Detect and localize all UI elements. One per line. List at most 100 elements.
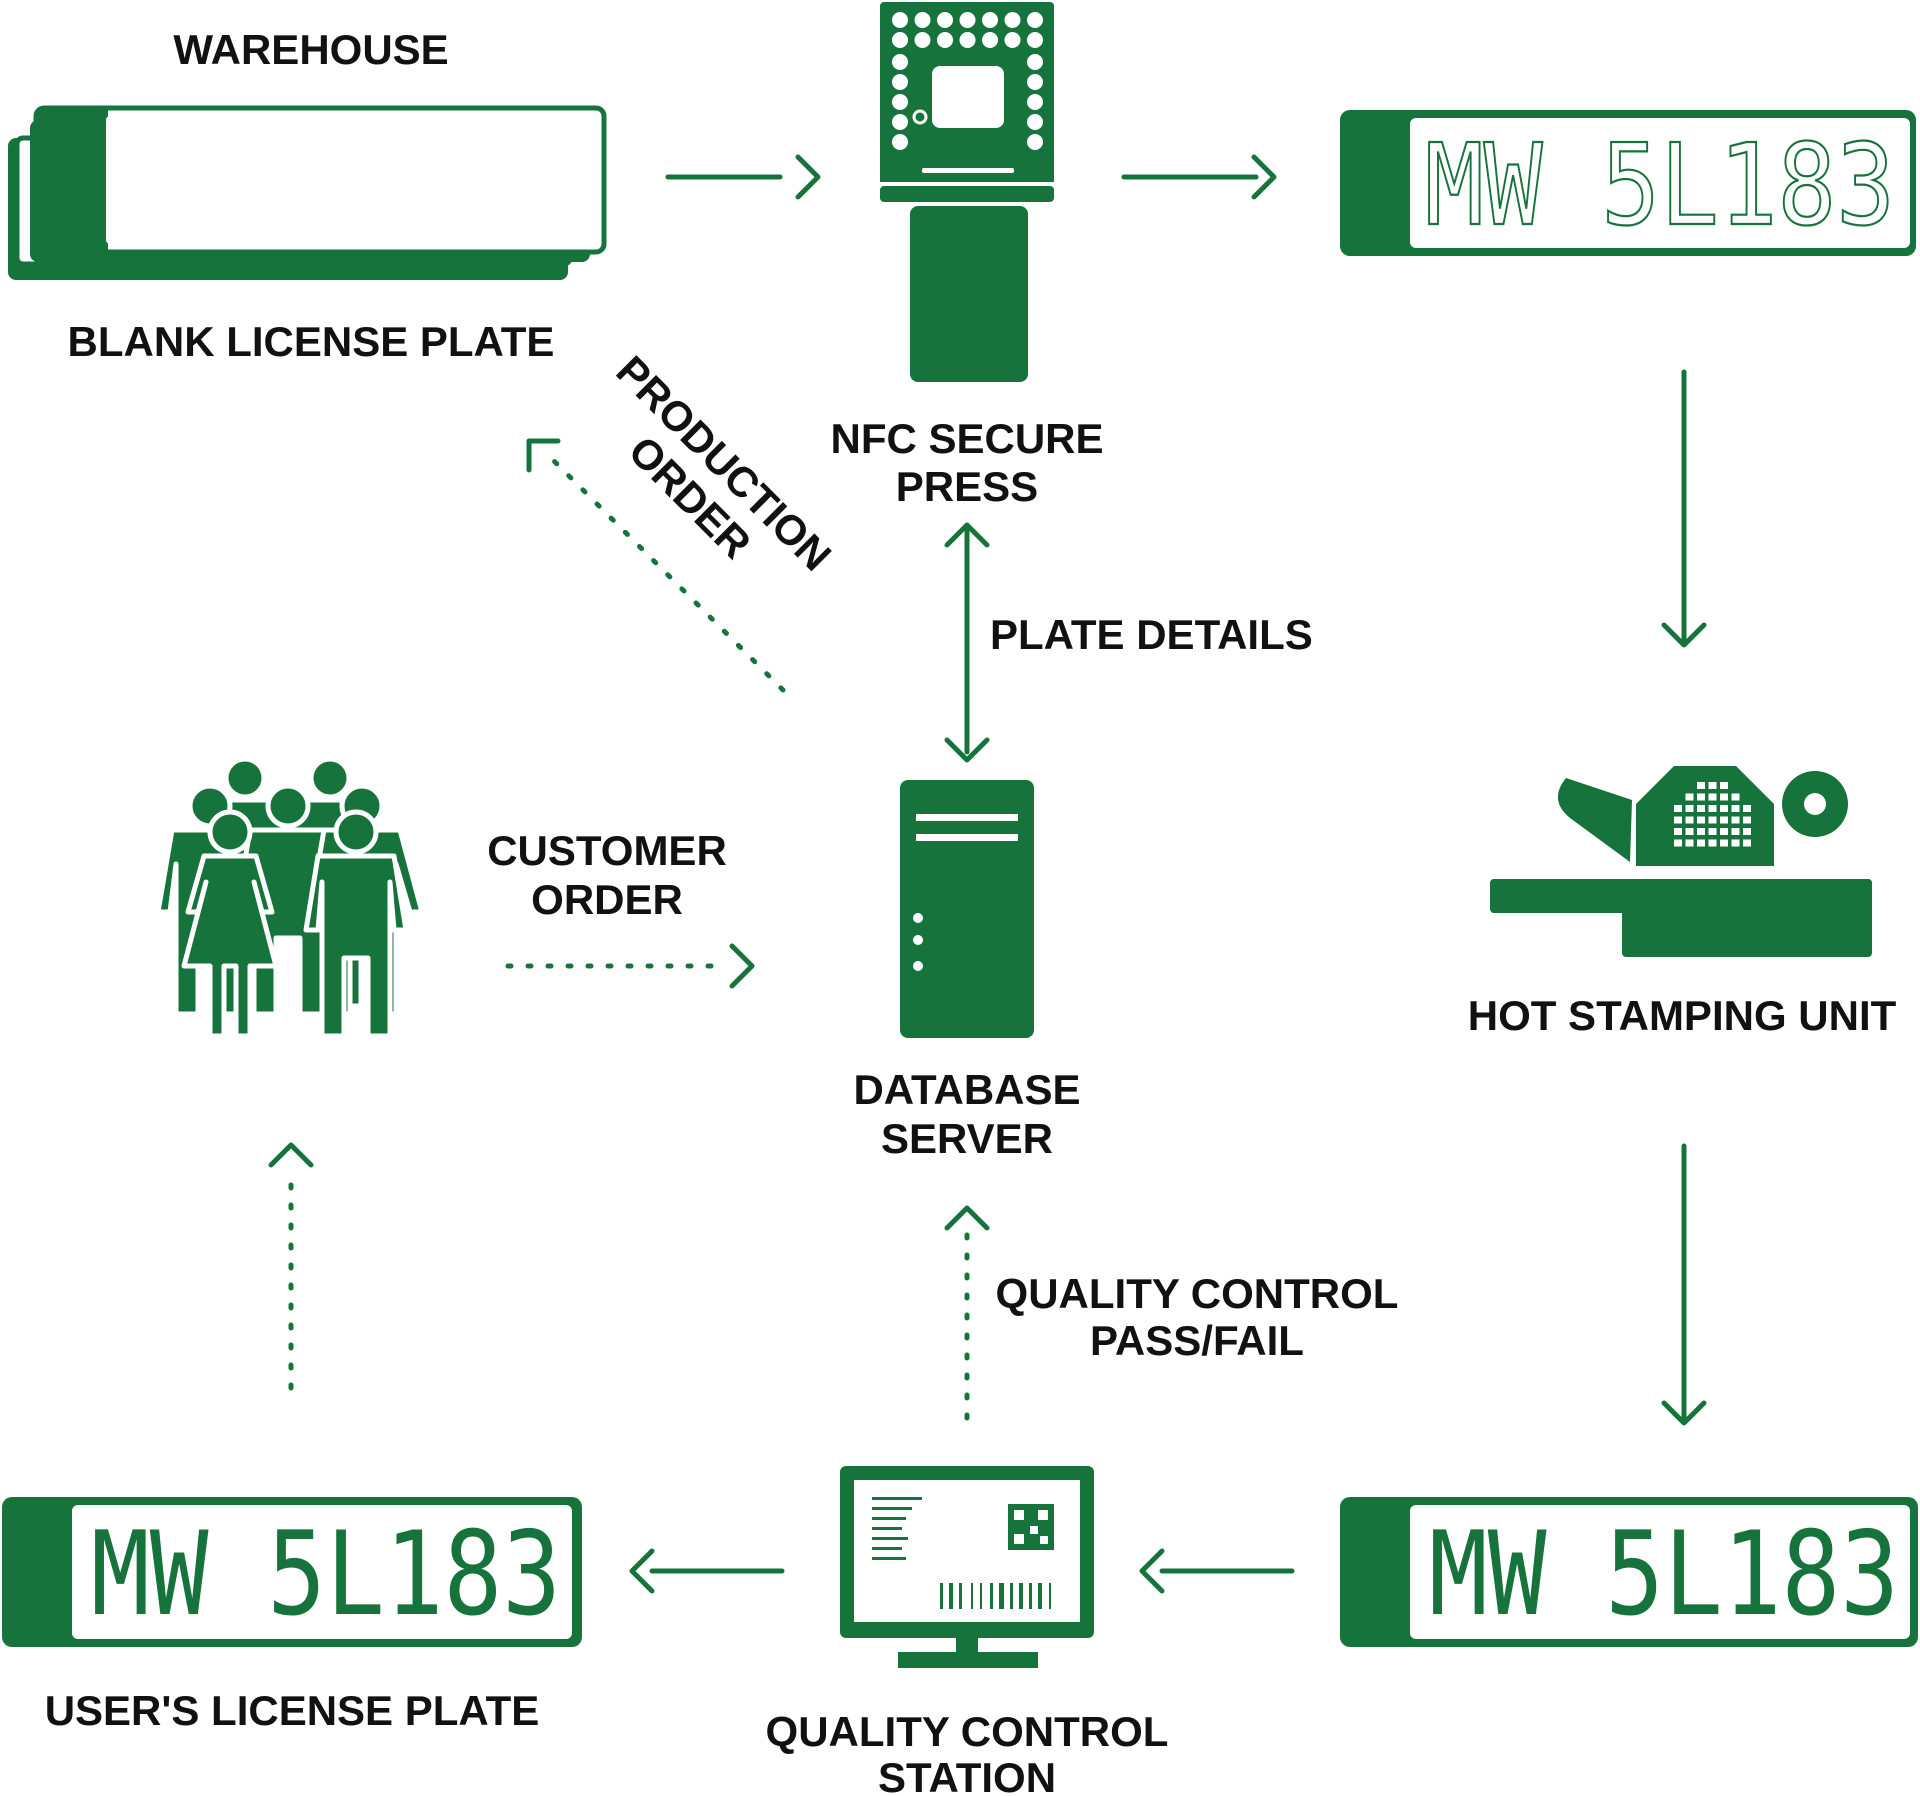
user-plate-text: MW 5L183 xyxy=(91,1507,561,1642)
led-dot xyxy=(1027,134,1043,150)
grid-cell xyxy=(1743,828,1751,835)
grid-cell xyxy=(1720,839,1728,847)
people-group-icon xyxy=(155,756,425,1039)
arrow-plate-to-stamping xyxy=(1661,369,1707,648)
led-dot xyxy=(1027,54,1043,70)
grid-cell xyxy=(1674,816,1682,824)
grid-cell xyxy=(1720,816,1728,824)
hot-stamping-label: HOT STAMPING UNIT xyxy=(1468,992,1897,1039)
grid-cell xyxy=(1685,816,1694,824)
led-dot xyxy=(1027,94,1043,110)
barcode-bar xyxy=(940,1583,943,1609)
quality-control-label-1: QUALITY CONTROL xyxy=(996,1270,1399,1317)
grid-cell xyxy=(1685,828,1694,835)
qr-code-icon xyxy=(1008,1504,1054,1550)
plate-details-label: PLATE DETAILS xyxy=(990,611,1313,658)
grid-cell xyxy=(1720,805,1728,812)
led-dot xyxy=(892,114,908,130)
user-plate-icon: MW 5L183 xyxy=(2,1497,582,1647)
led-dot xyxy=(1004,32,1021,48)
led-dot xyxy=(1027,74,1043,90)
grid-cell xyxy=(1697,782,1705,789)
grid-cell xyxy=(1685,839,1694,847)
led-dot xyxy=(1027,32,1043,48)
arrows xyxy=(268,154,1707,1594)
grid-cell xyxy=(1708,793,1717,801)
grid-cell xyxy=(1743,805,1751,812)
qc-station-label-1: QUALITY CONTROL xyxy=(766,1708,1169,1755)
warehouse-title: WAREHOUSE xyxy=(173,26,448,73)
barcode-icon xyxy=(940,1583,1051,1609)
nfc-press-label-1: NFC SECURE xyxy=(830,415,1103,462)
grid-cell xyxy=(1731,816,1740,824)
led-dot xyxy=(982,12,998,28)
grid-cell xyxy=(1731,793,1740,801)
blank-plate-label: BLANK LICENSE PLATE xyxy=(68,318,555,365)
qc-text-lines xyxy=(872,1497,922,1560)
barcode-bar xyxy=(1049,1583,1051,1609)
grid-cell xyxy=(1685,793,1694,801)
server-tower-icon xyxy=(900,780,1034,1038)
grid-cell xyxy=(1708,839,1717,847)
finished-plate-icon: MW 5L183 xyxy=(1340,1497,1918,1647)
hot-stamping-machine-icon xyxy=(1490,766,1872,957)
led-dot xyxy=(892,94,908,110)
led-dot xyxy=(892,54,908,70)
barcode-bar xyxy=(980,1583,982,1609)
barcode-bar xyxy=(1010,1583,1013,1609)
nfc-press-icon xyxy=(880,2,1054,382)
person-front-woman xyxy=(181,809,279,1039)
grid-cell xyxy=(1697,793,1705,801)
arrow-production-order xyxy=(526,438,786,693)
outlined-plate-text: MW 5L183 xyxy=(1425,121,1895,251)
grid-cell xyxy=(1685,805,1694,812)
grid-cell xyxy=(1708,816,1717,824)
led-dot xyxy=(1004,12,1021,28)
arrow-qc-to-user xyxy=(629,1548,785,1594)
grid-cell xyxy=(1697,805,1705,812)
led-dot xyxy=(959,12,976,28)
grid-cell xyxy=(1720,828,1728,835)
barcode-bar xyxy=(990,1583,993,1609)
barcode-bar xyxy=(999,1583,1004,1609)
nfc-press-label-2: PRESS xyxy=(896,463,1038,510)
led-dot xyxy=(937,12,953,28)
monitor-barcode-icon xyxy=(840,1466,1094,1668)
finished-plate-text: MW 5L183 xyxy=(1429,1507,1899,1642)
barcode-bar xyxy=(1029,1583,1032,1609)
led-dot xyxy=(892,12,908,28)
led-dot xyxy=(914,32,931,48)
production-order-label: PRODUCTION ORDER xyxy=(607,347,840,580)
barcode-bar xyxy=(1038,1583,1042,1609)
arrow-plate-details xyxy=(944,522,990,763)
arrow-press-to-plate xyxy=(1121,154,1277,200)
arrow-warehouse-to-press xyxy=(665,154,821,200)
grid-cell xyxy=(1708,805,1717,812)
grid-cell xyxy=(1720,793,1728,801)
arrow-customer-order xyxy=(505,943,755,989)
led-dot xyxy=(1027,114,1043,130)
led-dot xyxy=(892,134,908,150)
led-dot xyxy=(914,12,931,28)
grid-cell xyxy=(1731,828,1740,835)
grid-cell xyxy=(1743,839,1751,847)
customer-order-label-2: ORDER xyxy=(531,876,683,923)
person-front-man xyxy=(303,809,409,1039)
customer-order-label-1: CUSTOMER xyxy=(487,827,727,874)
qc-station-label-2: STATION xyxy=(878,1754,1056,1796)
grid-cell xyxy=(1731,805,1740,812)
user-plate-label: USER'S LICENSE PLATE xyxy=(45,1687,540,1734)
blank-plate-stack-icon xyxy=(8,105,607,280)
grid-cell xyxy=(1708,782,1717,789)
led-dot xyxy=(937,32,953,48)
database-label-2: SERVER xyxy=(881,1115,1053,1162)
stamp-grid xyxy=(1674,782,1751,847)
quality-control-label-2: PASS/FAIL xyxy=(1090,1317,1304,1364)
grid-cell xyxy=(1674,839,1682,847)
barcode-bar xyxy=(971,1583,973,1609)
grid-cell xyxy=(1697,828,1705,835)
grid-cell xyxy=(1674,805,1682,812)
press-led-dots xyxy=(892,12,1043,150)
arrow-quality-control xyxy=(944,1205,990,1421)
